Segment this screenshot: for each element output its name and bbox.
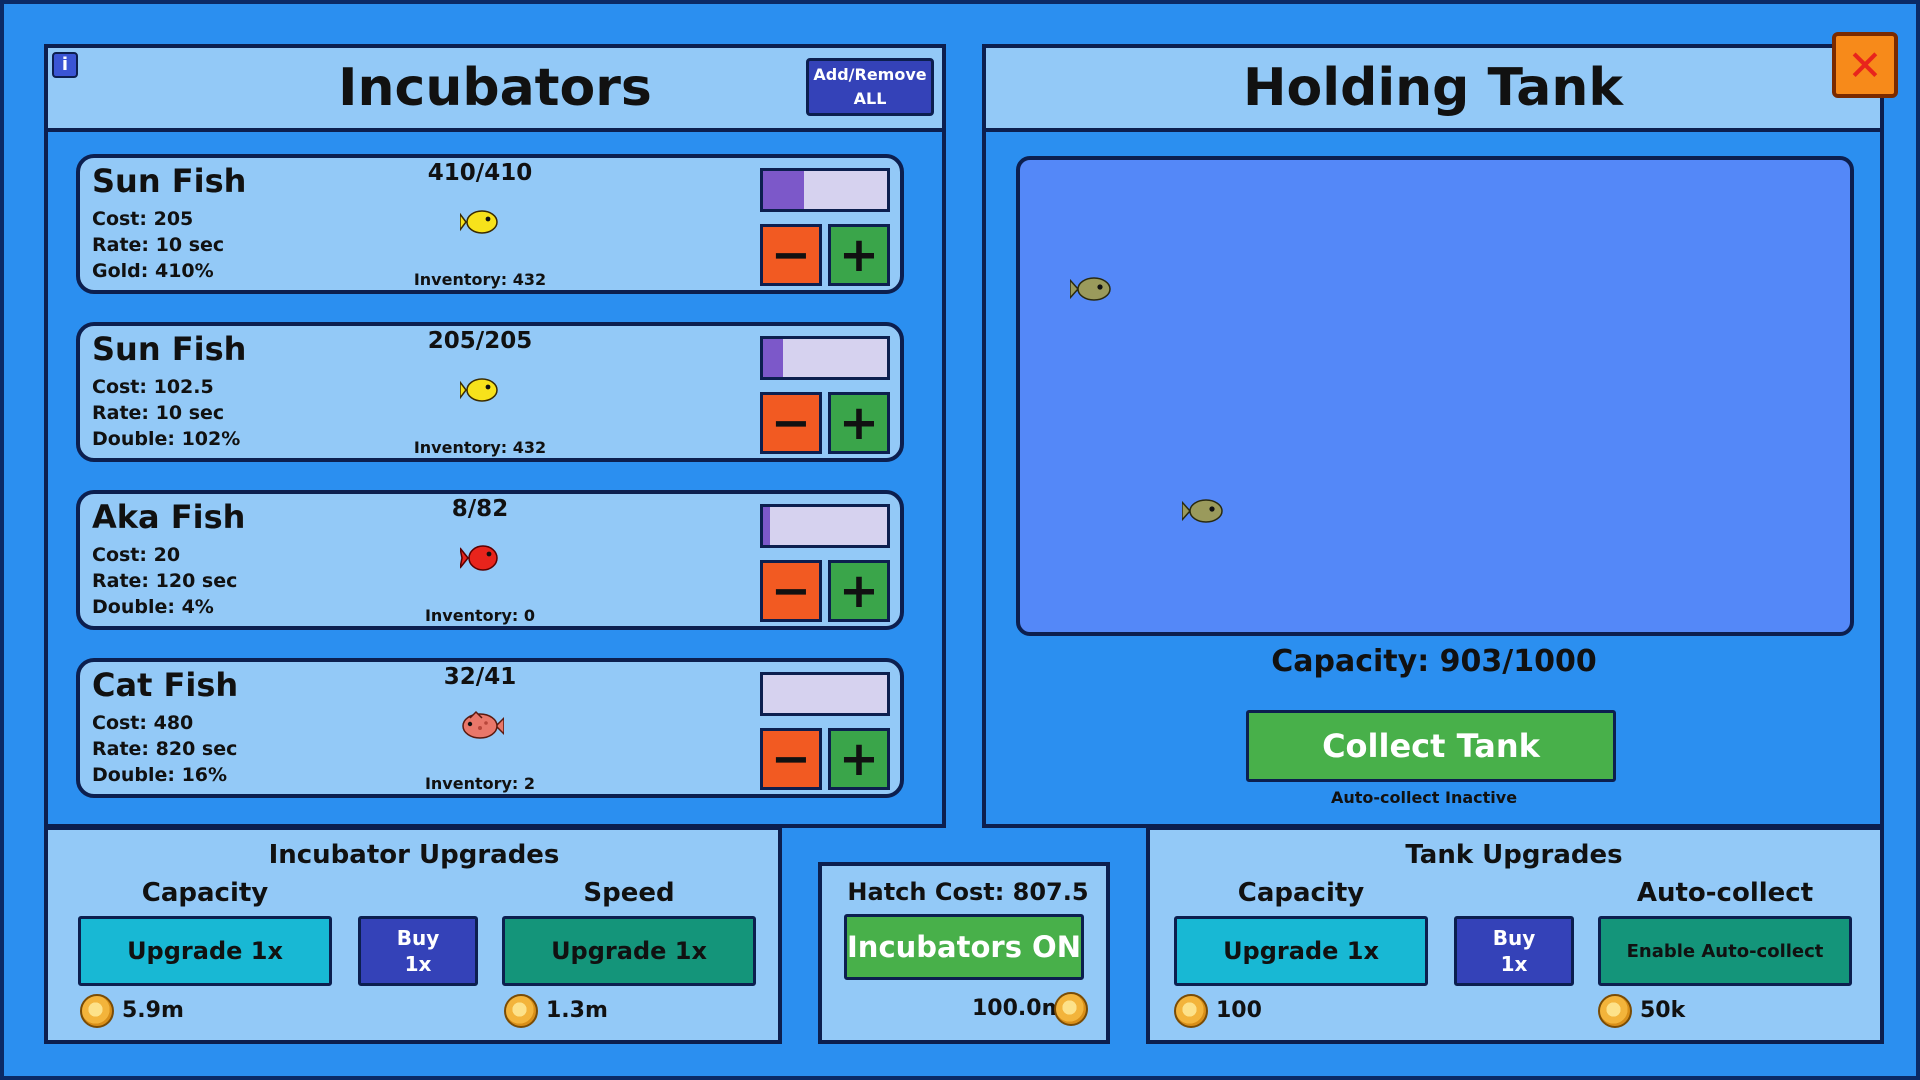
- fish-name: Cat Fish: [92, 666, 239, 704]
- hatch-cost: Hatch Cost: 807.5: [847, 878, 1089, 906]
- holding-tank-header: Holding Tank: [986, 48, 1880, 132]
- coin-icon: [504, 994, 538, 1028]
- close-button[interactable]: ✕: [1832, 32, 1898, 98]
- fish-bonus: Double: 4%: [92, 596, 214, 618]
- fish-bonus: Double: 102%: [92, 428, 241, 450]
- incubator-card-sun-fish-2: Sun Fish Cost: 102.5 Rate: 10 sec Double…: [76, 322, 904, 462]
- remove-fish-button[interactable]: −: [760, 728, 822, 790]
- sun-fish-icon: [460, 210, 498, 234]
- fish-count: 410/410: [427, 160, 533, 186]
- holding-tank-title: Holding Tank: [1243, 58, 1623, 118]
- fish-count: 205/205: [427, 328, 533, 354]
- fish-rate: Rate: 120 sec: [92, 570, 238, 592]
- incubators-panel: i Incubators Add/Remove ALL Sun Fish Cos…: [44, 44, 946, 828]
- incubator-speed-price: 1.3m: [546, 998, 608, 1023]
- cat-fish-icon: [462, 710, 504, 739]
- tank-buy-amount-button[interactable]: Buy 1x: [1454, 916, 1574, 986]
- incubator-buy-amount-button[interactable]: Buy 1x: [358, 916, 478, 986]
- fish-name: Aka Fish: [92, 498, 246, 536]
- fish-inventory: Inventory: 432: [413, 270, 547, 289]
- fish-cost: Cost: 205: [92, 208, 194, 230]
- tank-upgrades-title: Tank Upgrades: [1405, 840, 1623, 870]
- add-remove-all-button[interactable]: Add/Remove ALL: [806, 58, 934, 116]
- buy-label-line1: Buy: [1492, 926, 1536, 950]
- coin-icon: [1598, 994, 1632, 1028]
- incubators-toggle-button[interactable]: Incubators ON: [844, 914, 1084, 980]
- auto-collect-status: Auto-collect Inactive: [1330, 788, 1518, 807]
- coin-icon: [1054, 992, 1088, 1026]
- fish-bonus: Gold: 410%: [92, 260, 214, 282]
- buy-label-line2: 1x: [404, 952, 432, 976]
- fish-name: Sun Fish: [92, 162, 247, 200]
- auto-collect-price: 50k: [1640, 998, 1686, 1023]
- incubator-progress-fill: [763, 339, 783, 377]
- incubators-body: Sun Fish Cost: 205 Rate: 10 sec Gold: 41…: [48, 132, 942, 824]
- remove-fish-button[interactable]: −: [760, 392, 822, 454]
- fish-inventory: Inventory: 432: [413, 438, 547, 457]
- aka-fish-icon: [460, 545, 498, 571]
- add-remove-all-line2: ALL: [853, 89, 887, 108]
- tank-fish-icon: [1182, 499, 1223, 523]
- add-fish-button[interactable]: +: [828, 728, 890, 790]
- coin-icon: [1174, 994, 1208, 1028]
- enable-auto-collect-button[interactable]: Enable Auto-collect: [1598, 916, 1852, 986]
- incubator-progress: [760, 336, 890, 380]
- remove-fish-button[interactable]: −: [760, 560, 822, 622]
- fish-inventory: Inventory: 2: [424, 774, 536, 793]
- tank-fish-icon: [1070, 277, 1111, 301]
- fish-cost: Cost: 480: [92, 712, 194, 734]
- fish-rate: Rate: 820 sec: [92, 738, 238, 760]
- sun-fish-icon: [460, 378, 498, 402]
- incubator-progress: [760, 168, 890, 212]
- add-fish-button[interactable]: +: [828, 560, 890, 622]
- buy-label-line1: Buy: [396, 926, 440, 950]
- buy-label-line2: 1x: [1500, 952, 1528, 976]
- incubator-capacity-label: Capacity: [141, 878, 269, 908]
- hatch-price: 100.0m: [972, 996, 1065, 1021]
- incubator-progress: [760, 504, 890, 548]
- fish-rate: Rate: 10 sec: [92, 402, 225, 424]
- incubator-progress-fill: [763, 171, 804, 209]
- add-fish-button[interactable]: +: [828, 392, 890, 454]
- incubator-progress: [760, 672, 890, 716]
- add-remove-all-line1: Add/Remove: [813, 65, 927, 84]
- fish-count: 32/41: [443, 664, 517, 690]
- tank-capacity-label: Capacity: [1237, 878, 1365, 908]
- fish-inventory: Inventory: 0: [424, 606, 536, 625]
- fish-name: Sun Fish: [92, 330, 247, 368]
- coin-icon: [80, 994, 114, 1028]
- fish-cost: Cost: 20: [92, 544, 181, 566]
- tank-capacity: Capacity: 903/1000: [1271, 644, 1597, 679]
- tank-capacity-upgrade-button[interactable]: Upgrade 1x: [1174, 916, 1428, 986]
- add-fish-button[interactable]: +: [828, 224, 890, 286]
- info-icon[interactable]: i: [52, 52, 78, 78]
- incubator-card-cat-fish: Cat Fish Cost: 480 Rate: 820 sec Double:…: [76, 658, 904, 798]
- close-icon: ✕: [1847, 40, 1883, 90]
- incubator-speed-label: Speed: [583, 878, 675, 908]
- incubator-card-aka-fish: Aka Fish Cost: 20 Rate: 120 sec Double: …: [76, 490, 904, 630]
- tank-water: [1016, 156, 1854, 636]
- fish-count: 8/82: [451, 496, 509, 522]
- incubator-upgrades-title: Incubator Upgrades: [268, 840, 560, 870]
- fish-rate: Rate: 10 sec: [92, 234, 225, 256]
- incubator-capacity-upgrade-button[interactable]: Upgrade 1x: [78, 916, 332, 986]
- tank-capacity-price: 100: [1216, 998, 1262, 1023]
- auto-collect-label: Auto-collect: [1636, 878, 1814, 908]
- fish-bonus: Double: 16%: [92, 764, 228, 786]
- incubator-progress-fill: [763, 507, 771, 545]
- remove-fish-button[interactable]: −: [760, 224, 822, 286]
- incubator-capacity-price: 5.9m: [122, 998, 184, 1023]
- incubators-header: i Incubators Add/Remove ALL: [48, 48, 942, 132]
- collect-tank-button[interactable]: Collect Tank: [1246, 710, 1616, 782]
- fish-cost: Cost: 102.5: [92, 376, 214, 398]
- incubators-title: Incubators: [338, 58, 652, 118]
- incubator-speed-upgrade-button[interactable]: Upgrade 1x: [502, 916, 756, 986]
- incubator-card-sun-fish: Sun Fish Cost: 205 Rate: 10 sec Gold: 41…: [76, 154, 904, 294]
